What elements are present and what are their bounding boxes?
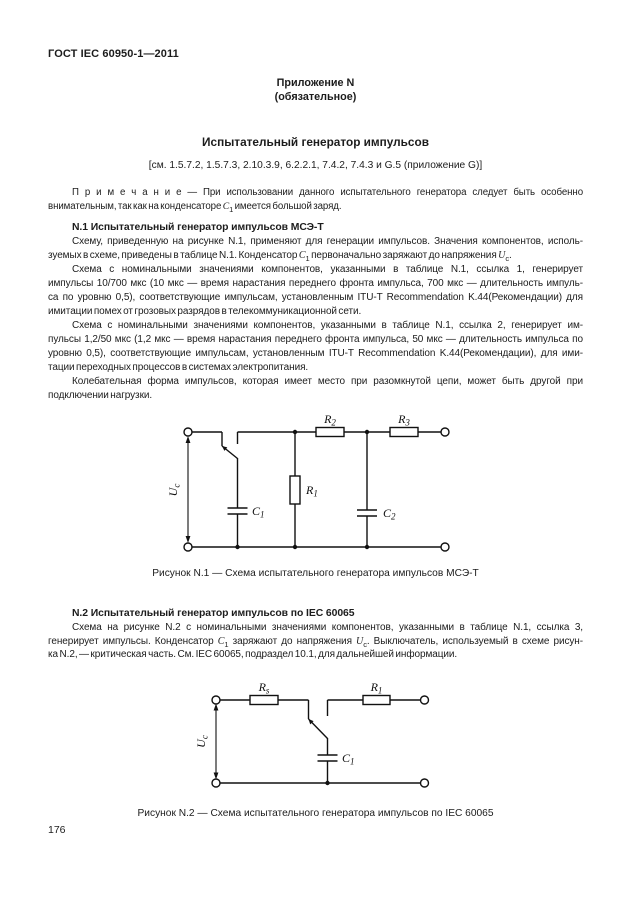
- terminal: [211, 695, 221, 705]
- switch-blade-arrow: [308, 719, 314, 725]
- label-r2: R2: [323, 412, 336, 428]
- label-uc: Uс: [166, 484, 182, 497]
- label-c2: C2: [383, 506, 396, 522]
- text-line: имитации помех от грозовых разрядов в те…: [48, 306, 362, 317]
- n1-paragraph-1: Схему, приведенную на рисунке N.1, приме…: [48, 235, 583, 263]
- capacitor-c1-branch: [227, 458, 248, 547]
- label-c1: C1: [252, 504, 265, 520]
- junction-dot: [364, 429, 370, 435]
- terminal: [419, 695, 430, 705]
- terminal: [183, 542, 193, 552]
- label-uc: Uс: [194, 735, 210, 748]
- section-n2-heading: N.2 Испытательный генератор импульсов по…: [72, 608, 355, 619]
- gost-header: ГОСТ IEC 60950-1—2011: [48, 48, 179, 60]
- text-line: Схема с номинальными значениями компонен…: [72, 264, 583, 275]
- n1-paragraph-4: Колебательная форма импульсов, которая и…: [48, 375, 583, 403]
- junction-dot: [325, 780, 330, 786]
- text-line: Схему, приведенную на рисунке N.1, приме…: [72, 236, 583, 247]
- annex-kind: (обязательное): [274, 91, 357, 103]
- annex-title: Испытательный генератор импульсов: [202, 135, 429, 149]
- figure-n1-caption: Рисунок N.1 — Схема испытательного генер…: [152, 568, 479, 579]
- terminal: [440, 427, 450, 437]
- text-line: П р и м е ч а н и е — При использовании …: [72, 187, 583, 198]
- dimension-arrow-up: [185, 436, 191, 443]
- text-line: Схема с номинальными значениями компонен…: [72, 320, 583, 331]
- dimension-arrow-down: [213, 772, 219, 780]
- resistor-r2-box: [315, 426, 345, 438]
- page-number: 176: [48, 824, 66, 836]
- text-line: пульсы 1,2/50 мкс (1,2 мкс — время нарас…: [48, 334, 583, 345]
- n2-paragraph-1: Схема на рисунке N.2 с номинальными знач…: [48, 621, 583, 662]
- dimension-arrow-up: [213, 703, 219, 711]
- text-line: зуемых в схеме, приведены в таблице N.1.…: [48, 250, 512, 263]
- label-r1: R1: [370, 682, 383, 696]
- annex-references: [см. 1.5.7.2, 1.5.7.3, 2.10.3.9, 6.2.2.1…: [148, 160, 483, 171]
- resistor-r3-box: [389, 426, 419, 438]
- junction-dot: [235, 544, 240, 550]
- junction-dot: [292, 544, 298, 550]
- text-line: Схема на рисунке N.2 с номинальными знач…: [72, 622, 583, 633]
- figure-n1-circuit: R2 R3 R1 C1 C2 Uс: [166, 412, 450, 552]
- junction-dot: [364, 544, 370, 550]
- text-line: ка N.2, — критическая часть. См. IEC 600…: [48, 649, 458, 660]
- figure-n2-caption: Рисунок N.2 — Схема испытательного генер…: [137, 808, 494, 819]
- text-line: внимательным, так как на конденсаторе C1…: [48, 201, 342, 214]
- resistor-r1-box: [362, 694, 391, 706]
- note-paragraph: П р и м е ч а н и е — При использовании …: [48, 186, 583, 214]
- capacitor-c1-branch: [317, 738, 338, 783]
- n1-paragraph-2: Схема с номинальными значениями компонен…: [48, 263, 583, 319]
- resistor-r1-box: [289, 475, 301, 505]
- junction-dot: [292, 429, 298, 435]
- text-line: са по уровню 0,5), соответствующие импул…: [48, 292, 583, 303]
- terminal: [440, 542, 450, 552]
- label-r1: R1: [305, 483, 318, 499]
- label-c1: C1: [342, 751, 355, 767]
- text-line: генерирует импульсы. Конденсатор C1 заря…: [48, 635, 583, 649]
- switch-blade-arrow: [222, 446, 228, 451]
- text-line: импульсы 10/700 мкс (10 мкс — время нара…: [48, 278, 583, 289]
- annex-label: Приложение N: [276, 77, 355, 89]
- resistor-rs-box: [249, 694, 279, 706]
- text-line: тации переходных процессов в системах эл…: [48, 362, 309, 373]
- terminal: [183, 427, 193, 437]
- label-rs: Rs: [258, 682, 270, 696]
- terminal: [211, 778, 221, 788]
- figure-n2-circuit: Rs R1 C1 Uс: [194, 682, 430, 788]
- text-line: уровню 0,5), соответствующие импульсам, …: [48, 348, 583, 359]
- dimension-arrow-down: [185, 536, 191, 543]
- terminal: [419, 778, 430, 788]
- n1-paragraph-3: Схема с номинальными значениями компонен…: [48, 319, 583, 375]
- capacitor-c2-branch: [357, 432, 377, 547]
- text-line: подключении нагрузки.: [48, 390, 153, 401]
- text-line: Колебательная форма импульсов, которая и…: [72, 376, 583, 387]
- section-n1-heading: N.1 Испытательный генератор импульсов МС…: [72, 222, 324, 233]
- label-r3: R3: [397, 412, 410, 428]
